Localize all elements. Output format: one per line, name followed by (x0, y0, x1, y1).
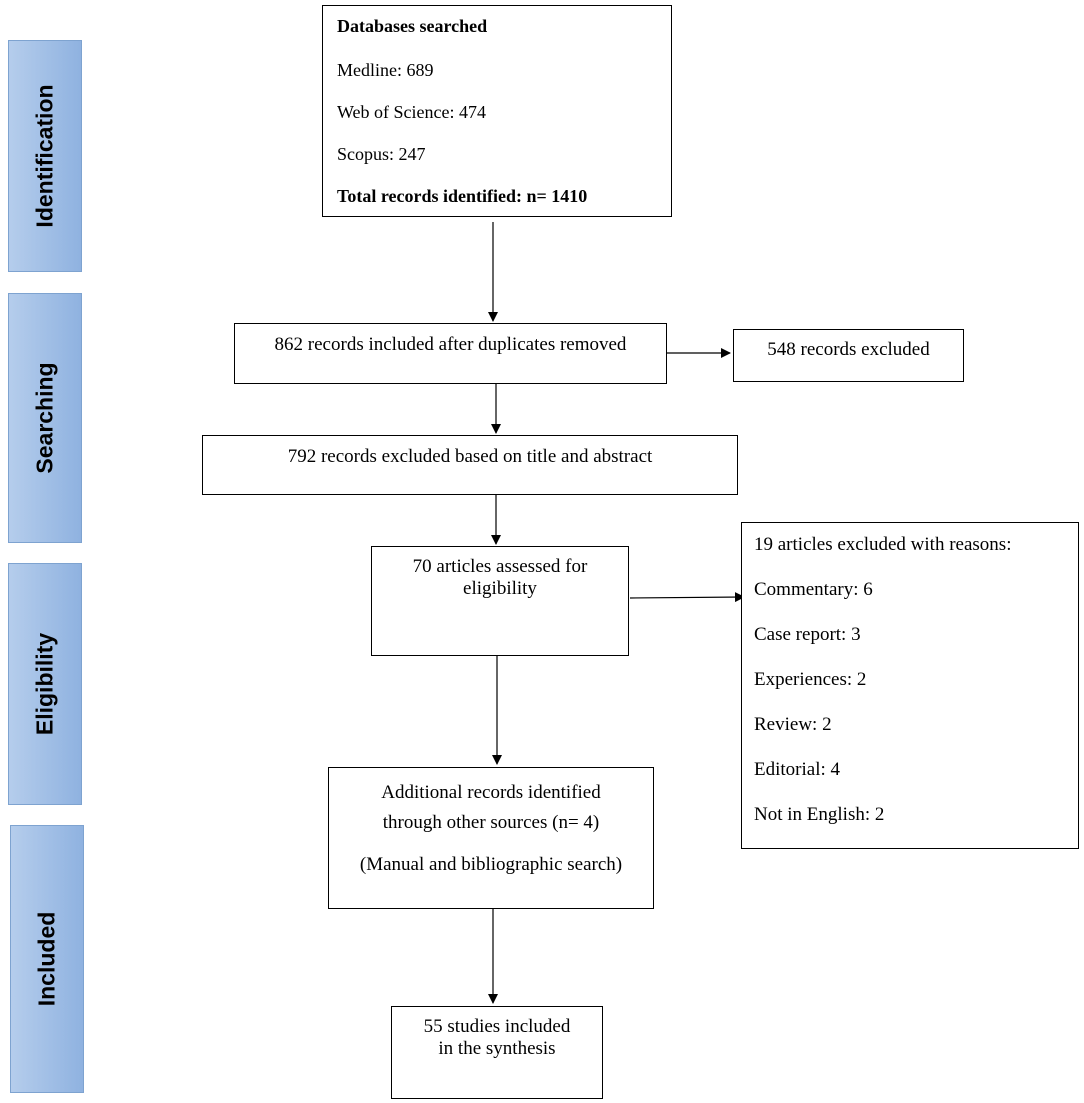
reason-commentary: Commentary: 6 (754, 579, 873, 600)
databases-searched-box: Databases searched Medline: 689 Web of S… (322, 5, 672, 217)
excluded-duplicates-text: 548 records excluded (767, 339, 930, 360)
additional-line-1: Additional records identified (381, 782, 601, 803)
studies-included-box: 55 studies included in the synthesis (391, 1006, 603, 1099)
database-web-of-science: Web of Science: 474 (337, 102, 487, 122)
database-scopus: Scopus: 247 (337, 144, 426, 164)
database-medline: Medline: 689 (337, 60, 434, 80)
reason-review: Review: 2 (754, 714, 832, 735)
arrow-assessed-to-excluded-reasons (629, 592, 745, 603)
total-records: Total records identified: n= 1410 (337, 186, 588, 206)
reason-case-report: Case report: 3 (754, 624, 861, 645)
stage-identification: Identification (8, 40, 82, 272)
additional-note: (Manual and bibliographic search) (359, 854, 623, 875)
after-duplicates-box: 862 records included after duplicates re… (234, 323, 667, 384)
included-line-2: in the synthesis (438, 1038, 556, 1059)
excluded-title-abstract-text: 792 records excluded based on title and … (287, 446, 653, 467)
stage-eligibility: Eligibility (8, 563, 82, 805)
included-line-1: 55 studies included (423, 1016, 571, 1037)
databases-title: Databases searched (337, 16, 488, 36)
after-duplicates-text: 862 records included after duplicates re… (274, 334, 627, 355)
excluded-duplicates-box: 548 records excluded (733, 329, 964, 382)
excluded-title-abstract-box: 792 records excluded based on title and … (202, 435, 738, 495)
additional-records-box: Additional records identified through ot… (328, 767, 654, 909)
excluded-reasons-title: 19 articles excluded with reasons: (754, 534, 1012, 555)
assessed-line-2: eligibility (463, 578, 537, 599)
stage-searching: Searching (8, 293, 82, 543)
excluded-reasons-box: 19 articles excluded with reasons: Comme… (741, 522, 1079, 849)
additional-line-2: through other sources (n= 4) (382, 812, 600, 833)
reason-editorial: Editorial: 4 (754, 759, 841, 780)
stage-included: Included (10, 825, 84, 1093)
assessed-eligibility-box: 70 articles assessed for eligibility (371, 546, 629, 656)
reason-experiences: Experiences: 2 (754, 669, 867, 690)
assessed-line-1: 70 articles assessed for (412, 556, 588, 577)
reason-not-in-english: Not in English: 2 (754, 804, 885, 825)
